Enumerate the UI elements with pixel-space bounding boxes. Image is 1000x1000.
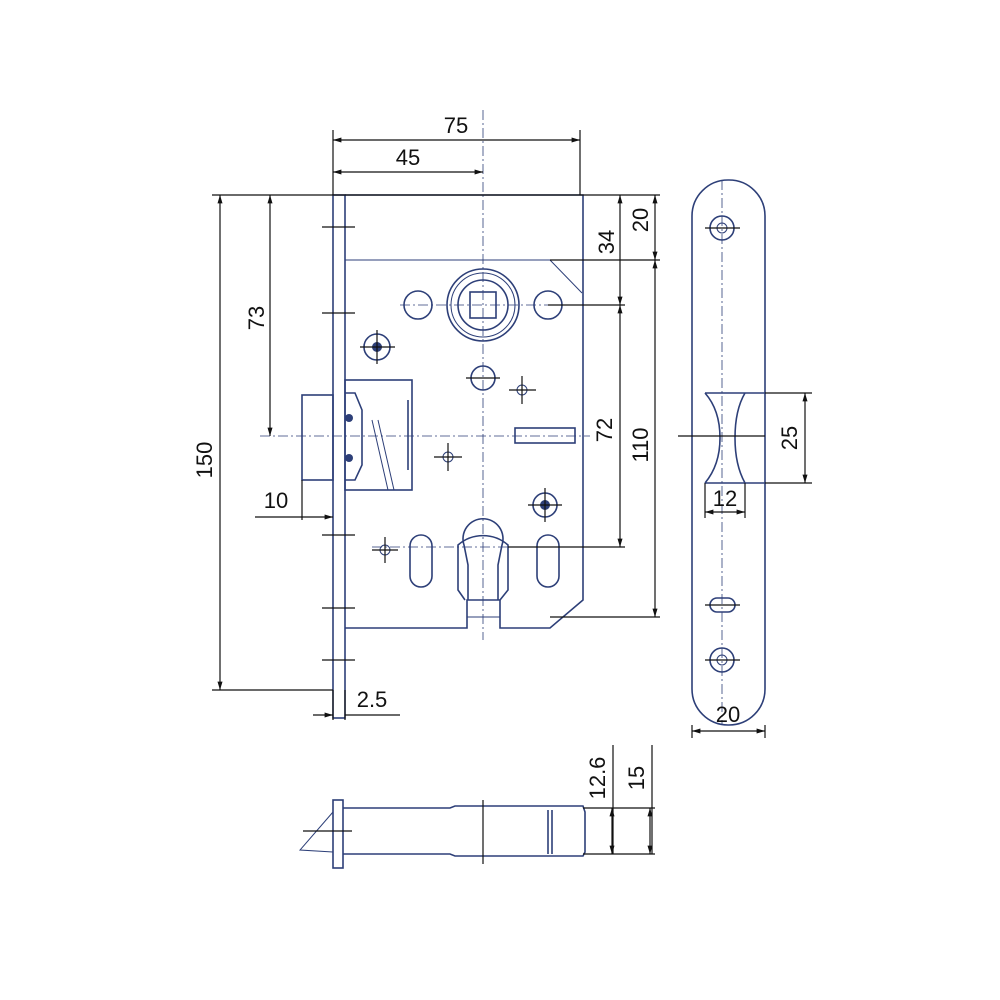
dim-25: 25 (777, 426, 802, 450)
lock-body-front (260, 110, 590, 719)
pin-icon (509, 376, 536, 404)
pin-icon (372, 537, 398, 563)
bolt-slot (514, 427, 576, 444)
cylinder-cutout (457, 518, 509, 618)
dim-20-bottom: 20 (716, 702, 740, 727)
screw-icon (528, 488, 562, 522)
dim-10: 10 (264, 488, 288, 513)
dim-12.6: 12.6 (585, 757, 610, 800)
faceplate-side-view: 25 12 20 (678, 179, 812, 738)
dim-75: 75 (444, 113, 468, 138)
pin-icon (434, 443, 462, 471)
dimensions: 75 45 150 73 10 2.5 34 72 20 110 (192, 113, 660, 720)
spindle-hub-icon (446, 268, 520, 342)
dim-72: 72 (592, 418, 617, 442)
dim-12: 12 (713, 486, 737, 511)
screw-icon (360, 330, 395, 364)
dim-150: 150 (192, 442, 217, 479)
dim-2.5: 2.5 (357, 687, 388, 712)
lock-top-view: 12.6 15 (298, 745, 655, 869)
dim-45: 45 (396, 145, 420, 170)
dim-34: 34 (594, 230, 619, 254)
dim-73: 73 (244, 306, 269, 330)
dim-20-top: 20 (628, 208, 653, 232)
latch-assembly (301, 379, 413, 491)
faceplate-ticks (322, 226, 355, 661)
dim-15: 15 (624, 766, 649, 790)
dim-110: 110 (628, 427, 653, 462)
